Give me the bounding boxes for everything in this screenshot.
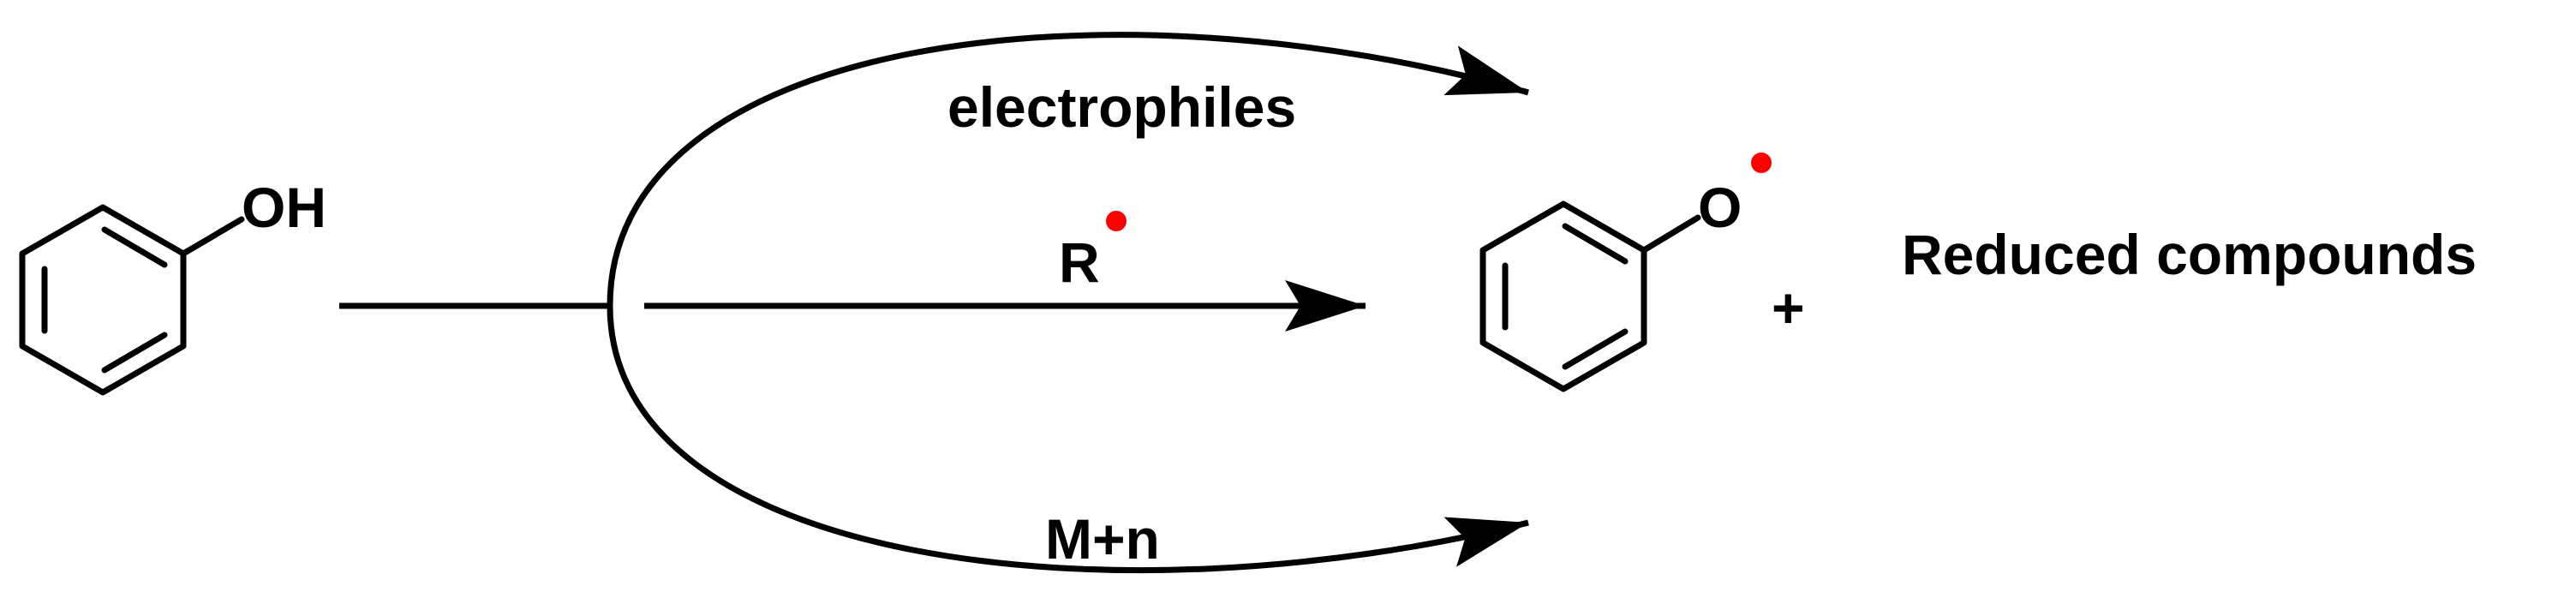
plus-sign: + <box>1772 276 1805 339</box>
electrophiles-arrow <box>607 32 1529 307</box>
phenol-inner-bond-2 <box>101 332 168 374</box>
phenol-inner-bond-1 <box>101 226 168 268</box>
radical-r-label: R <box>1059 230 1100 294</box>
phenoxy-o-bond <box>1641 214 1701 254</box>
metal-ion-label: M+n <box>1045 507 1160 571</box>
phenoxy-radical-molecule: O <box>1479 152 1772 392</box>
metal-ion-arrow <box>607 305 1529 573</box>
phenoxy-inner-bond-1 <box>1562 223 1629 265</box>
phenoxy-inner-bond-2 <box>1562 328 1629 370</box>
reduced-compounds-label: Reduced compounds <box>1902 223 2477 286</box>
electrophiles-label: electrophiles <box>947 75 1296 139</box>
phenol-oh-label: OH <box>242 176 326 239</box>
phenoxy-o-label: O <box>1698 176 1742 239</box>
phenol-oh-bond <box>180 216 245 257</box>
radical-dot <box>1106 211 1127 231</box>
oxygen-radical-dot <box>1751 152 1772 173</box>
phenol-molecule: OH <box>19 176 326 396</box>
